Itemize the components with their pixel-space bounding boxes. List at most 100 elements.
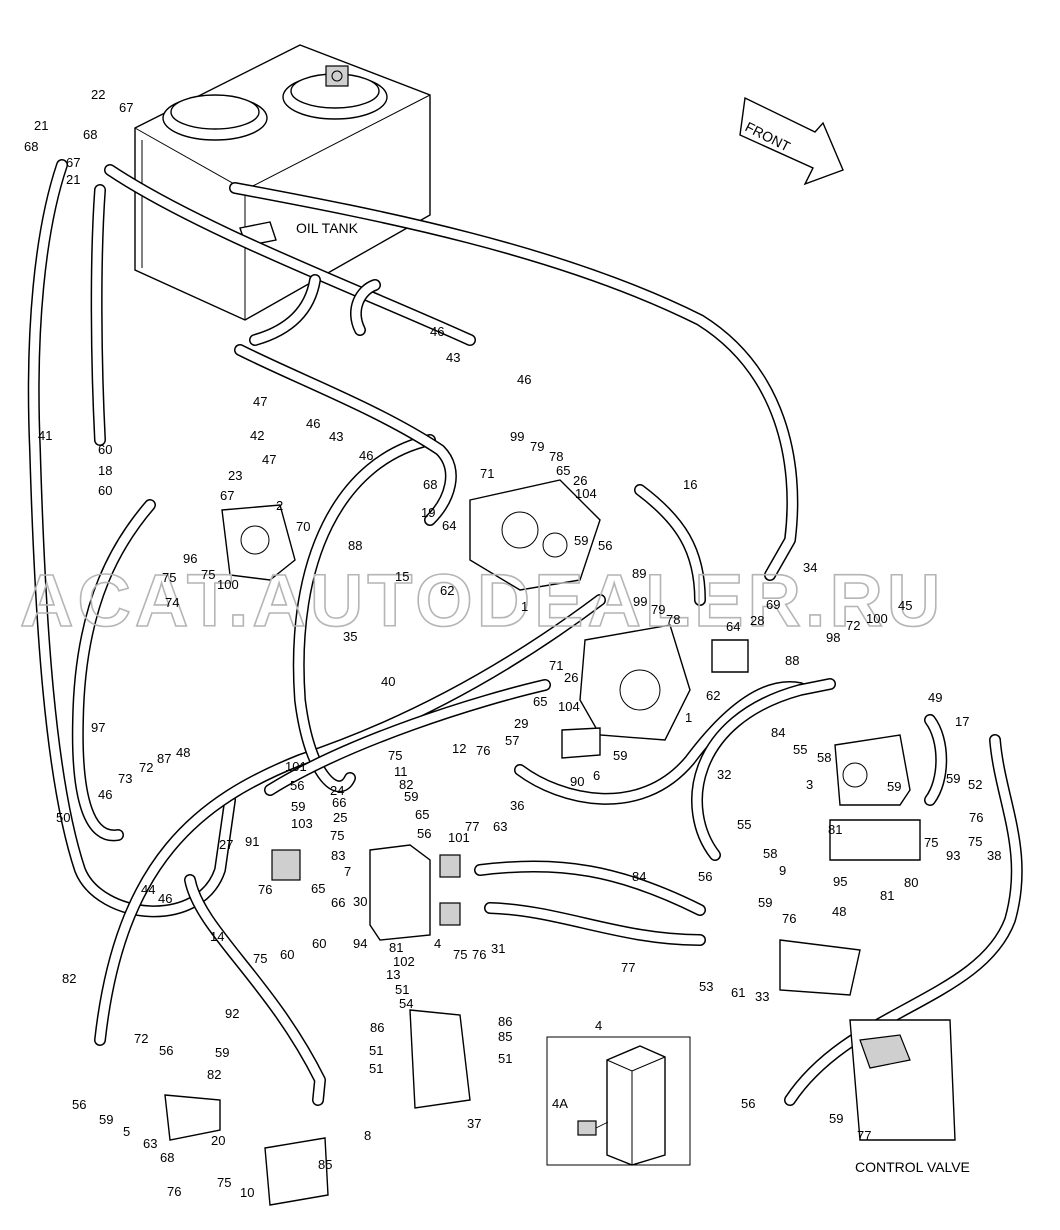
callout-label: 51 (395, 982, 409, 997)
callout-label: 51 (498, 1051, 512, 1066)
callout-label: 101 (448, 830, 470, 845)
callout-label: 1 (685, 710, 692, 725)
callout-label: 59 (215, 1045, 229, 1060)
callout-label: 59 (946, 771, 960, 786)
callout-label: 21 (66, 172, 80, 187)
callout-label: 68 (83, 127, 97, 142)
callout-label: 37 (467, 1116, 481, 1131)
callout-label: 75 (924, 835, 938, 850)
callout-label: 67 (220, 488, 234, 503)
callout-label: 86 (498, 1014, 512, 1029)
detail-box-label: 4 (595, 1018, 602, 1033)
callout-label: 64 (726, 619, 740, 634)
callout-label: 56 (741, 1096, 755, 1111)
callout-label: 76 (969, 810, 983, 825)
callout-label: 81 (389, 940, 403, 955)
callout-label: 18 (98, 463, 112, 478)
callout-label: 59 (613, 748, 627, 763)
callout-label: 20 (211, 1133, 225, 1148)
callout-label: 23 (228, 468, 242, 483)
callout-label: 88 (348, 538, 362, 553)
callout-label: 51 (369, 1061, 383, 1076)
callout-label: 91 (245, 834, 259, 849)
callout-label: 68 (24, 139, 38, 154)
callout-label: 46 (517, 372, 531, 387)
callout-label: 14 (210, 929, 224, 944)
callout-label: 56 (290, 778, 304, 793)
callout-label: 41 (38, 428, 52, 443)
callout-label: 5 (123, 1124, 130, 1139)
callout-label: 47 (262, 452, 276, 467)
callout-label: 27 (219, 837, 233, 852)
callout-label: 104 (558, 699, 580, 714)
callout-label: 76 (476, 743, 490, 758)
callout-label: 68 (160, 1150, 174, 1165)
callout-label: 75 (453, 947, 467, 962)
components (164, 479, 956, 1206)
callout-label: 87 (157, 751, 171, 766)
callout-label: 75 (330, 828, 344, 843)
callout-label: 53 (699, 979, 713, 994)
callout-label: 59 (829, 1111, 843, 1126)
callout-label: 72 (134, 1031, 148, 1046)
callout-label: 64 (442, 518, 456, 533)
callout-label: 94 (353, 936, 367, 951)
callout-label: 4 (434, 936, 441, 951)
callout-label: 82 (399, 777, 413, 792)
callout-label: 59 (574, 533, 588, 548)
hoses (27, 159, 1023, 1106)
callout-label: 75 (968, 834, 982, 849)
callout-label: 28 (750, 613, 764, 628)
callout-label: 59 (291, 799, 305, 814)
callout-label: 79 (651, 602, 665, 617)
callout-label: 89 (632, 566, 646, 581)
callout-label: 46 (98, 787, 112, 802)
callout-label: 65 (415, 807, 429, 822)
callout-label: 8 (364, 1128, 371, 1143)
callout-label: 22 (91, 87, 105, 102)
callout-label: 11 (394, 764, 408, 779)
callout-label: 59 (887, 779, 901, 794)
callout-label: 67 (66, 155, 80, 170)
callout-label: 65 (556, 463, 570, 478)
callout-label: 52 (968, 777, 982, 792)
callout-label: 13 (386, 967, 400, 982)
callout-label: 25 (333, 810, 347, 825)
callout-label: 36 (510, 798, 524, 813)
callout-label: 71 (549, 658, 563, 673)
callout-label: 75 (217, 1175, 231, 1190)
callout-label: 44 (141, 882, 155, 897)
callout-label: 15 (395, 569, 409, 584)
callout-label: 80 (904, 875, 918, 890)
callout-label: 102 (393, 954, 415, 969)
callout-label: 75 (162, 570, 176, 585)
callout-label: 56 (72, 1097, 86, 1112)
callout-label: 30 (353, 894, 367, 909)
callout-label: 71 (480, 466, 494, 481)
detail-part-4a-label: 4A (552, 1096, 568, 1111)
callout-label: 61 (731, 985, 745, 1000)
callout-label: 31 (491, 941, 505, 956)
callout-label: 77 (621, 960, 635, 975)
callout-label: 76 (782, 911, 796, 926)
callout-label: 55 (737, 817, 751, 832)
callout-label: 57 (505, 733, 519, 748)
callout-label: 45 (898, 598, 912, 613)
callout-label: 77 (465, 819, 479, 834)
callout-label: 76 (167, 1184, 181, 1199)
callout-label: 66 (331, 895, 345, 910)
callout-label: 84 (632, 869, 646, 884)
callout-label: 81 (828, 822, 842, 837)
callout-label: 85 (318, 1157, 332, 1172)
watermark: ACAT.AUTODEALER.RU (20, 559, 944, 642)
callout-label: 72 (139, 760, 153, 775)
callout-label: 55 (793, 742, 807, 757)
callout-label: 73 (118, 771, 132, 786)
callout-label: 42 (250, 428, 264, 443)
callout-label: 84 (771, 725, 785, 740)
callout-label: 58 (817, 750, 831, 765)
callout-label: 63 (493, 819, 507, 834)
callout-label: 70 (296, 519, 310, 534)
callout-label: 46 (359, 448, 373, 463)
callout-label: 59 (99, 1112, 113, 1127)
